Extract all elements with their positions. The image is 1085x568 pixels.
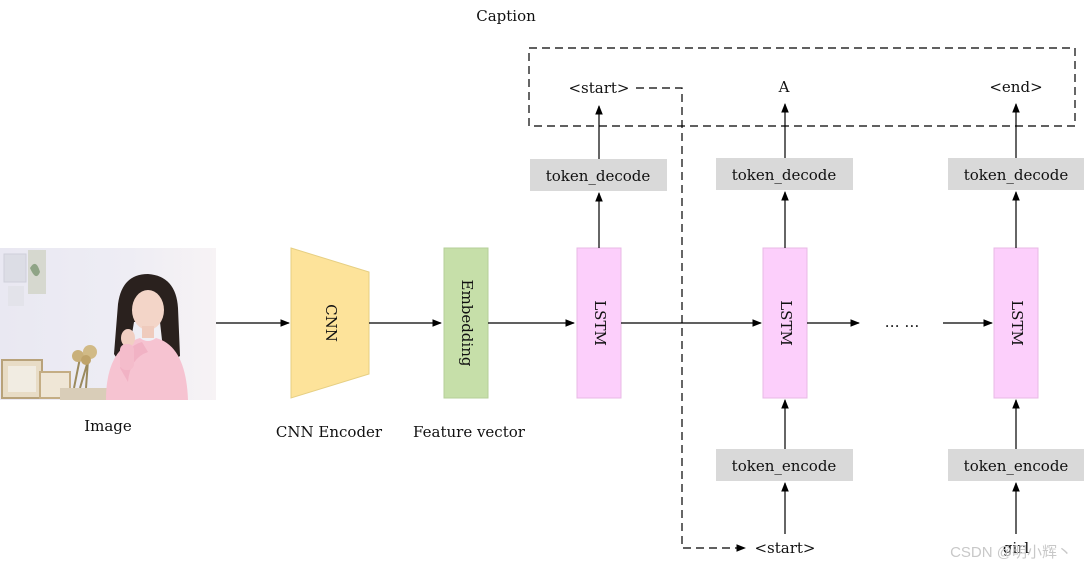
lstm-1-text: LSTM [591, 300, 609, 346]
caption-dashed-box [528, 47, 1076, 127]
token-decode-box-2 [716, 158, 853, 190]
token-encode-box-2 [716, 449, 853, 481]
token-decode-1-text: token_decode [546, 167, 651, 185]
token-encode-2-text: token_encode [732, 457, 837, 475]
token-decode-box-3 [948, 158, 1084, 190]
cnn-text: CNN [322, 304, 340, 342]
feedback-dashed-arrow [636, 87, 746, 552]
lstm-3-text: LSTM [1008, 300, 1026, 346]
token-decode-3-text: token_decode [964, 166, 1069, 184]
token-decode-box-1 [530, 159, 667, 191]
token-encode-3-text: token_encode [964, 457, 1069, 475]
lstm-2-text: LSTM [777, 300, 795, 346]
cnn-encoder-label: CNN Encoder [276, 423, 383, 441]
lstm-cell-1 [576, 247, 622, 399]
token-decode-2-text: token_decode [732, 166, 837, 184]
cnn-encoder-shape [290, 247, 370, 399]
token-encode-box-3 [948, 449, 1084, 481]
input-token-start: <start> [754, 539, 815, 557]
input-image [0, 248, 216, 400]
girl-photo-illustration [0, 248, 216, 400]
csdn-watermark: CSDN @明小辉丶 [950, 544, 1072, 561]
output-token-a: A [778, 78, 790, 96]
lstm-cell-2 [762, 247, 808, 399]
image-label: Image [84, 417, 132, 435]
output-token-end: <end> [989, 78, 1042, 96]
embedding-box [443, 247, 489, 399]
lstm-cell-3 [993, 247, 1039, 399]
feature-vector-label: Feature vector [413, 423, 526, 441]
output-token-start: <start> [568, 79, 629, 97]
caption-title: Caption [476, 7, 536, 25]
input-token-girl: girl [1003, 539, 1030, 557]
ellipsis: … … [885, 313, 920, 331]
embedding-text: Embedding [458, 280, 476, 367]
